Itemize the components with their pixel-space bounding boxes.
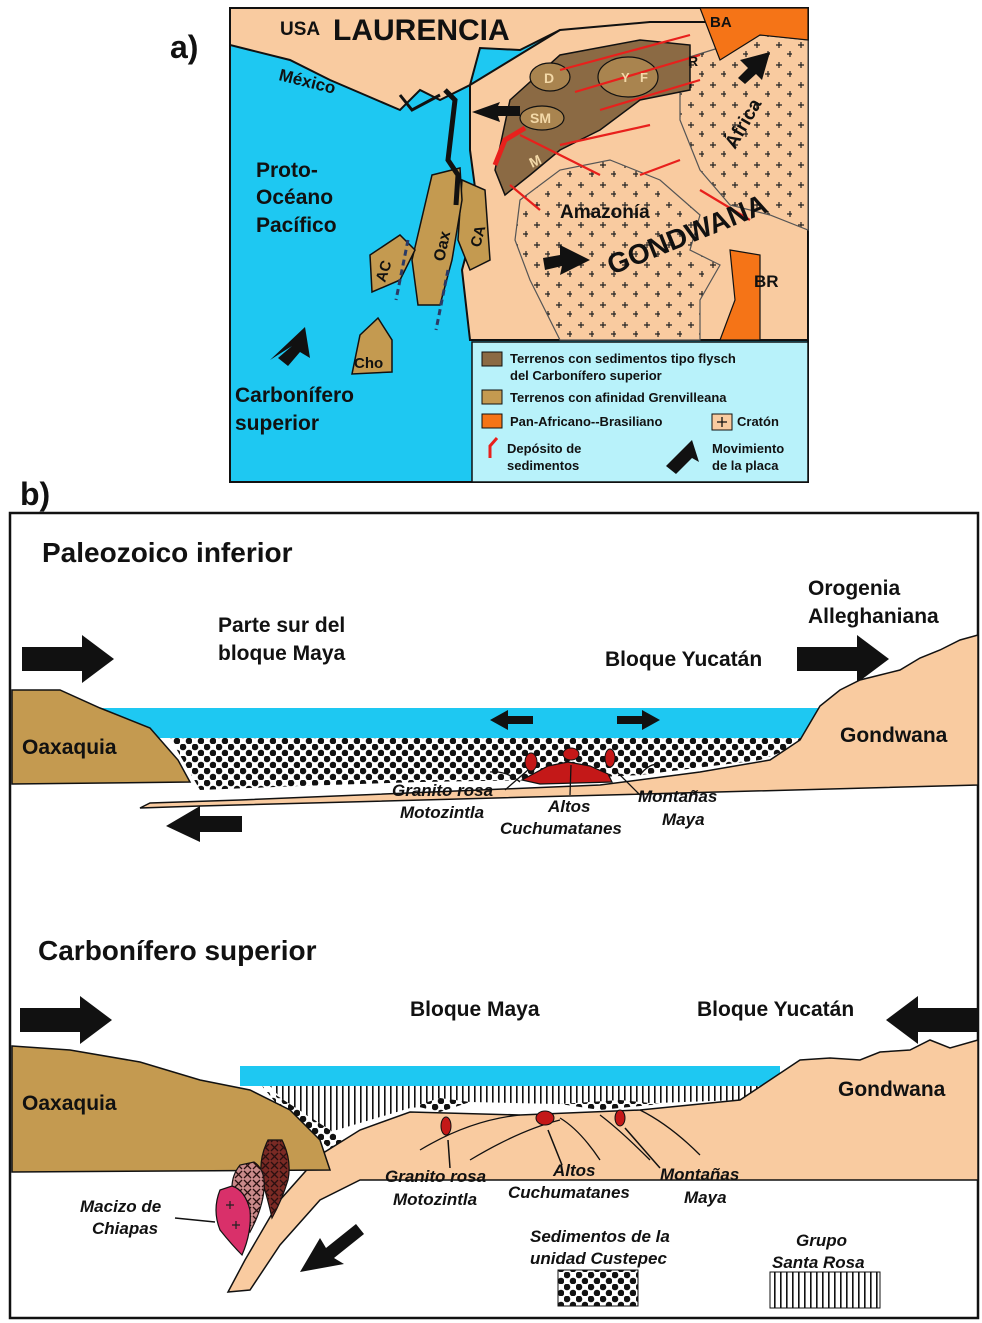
legend-custepec-swatch bbox=[558, 1270, 638, 1306]
terrane-label-f: F bbox=[640, 70, 648, 85]
map-panel: USA LAURENCIA México Proto- Océano Pacíf… bbox=[230, 8, 808, 482]
label-maya-bottom: Bloque Maya bbox=[410, 998, 540, 1021]
label-ocean-3: Pacífico bbox=[256, 214, 337, 237]
panel-a-label: a) bbox=[170, 29, 198, 65]
label-period-2: superior bbox=[235, 412, 319, 435]
map-legend: Terrenos con sedimentos tipo flysch del … bbox=[472, 342, 808, 482]
label-granito-bottom-2: Motozintla bbox=[393, 1190, 477, 1209]
legend-deposito-1: Depósito de bbox=[507, 441, 581, 456]
label-maya-sur-2: bloque Maya bbox=[218, 642, 346, 665]
label-maya-sur-1: Parte sur del bbox=[218, 614, 345, 637]
terrane-label-cho: Cho bbox=[354, 355, 383, 372]
label-montanas-bottom-2: Maya bbox=[684, 1188, 727, 1207]
granite-motozintla bbox=[441, 1117, 451, 1135]
label-montanas-bottom-1: Montañas bbox=[660, 1165, 739, 1184]
label-orogenia-2: Alleghaniana bbox=[808, 605, 939, 628]
label-ocean-1: Proto- bbox=[256, 159, 318, 182]
label-altos-top-1: Altos bbox=[547, 797, 591, 816]
label-amazonia: Amazonía bbox=[560, 202, 650, 223]
label-montanas-top-1: Montañas bbox=[638, 787, 717, 806]
ocean-layer bbox=[240, 1066, 780, 1086]
legend-custepec-2: unidad Custepec bbox=[530, 1249, 668, 1268]
label-altos-top-2: Cuchumatanes bbox=[500, 819, 622, 838]
legend-flysch-1: Terrenos con sedimentos tipo flysch bbox=[510, 351, 736, 366]
label-altos-bottom-2: Cuchumatanes bbox=[508, 1183, 630, 1202]
label-gondwana-bottom: Gondwana bbox=[838, 1078, 946, 1101]
ocean-layer bbox=[100, 708, 820, 738]
label-altos-bottom-1: Altos bbox=[552, 1161, 596, 1180]
legend-grenville: Terrenos con afinidad Grenvilleana bbox=[510, 390, 727, 405]
label-granito-bottom-1: Granito rosa bbox=[385, 1167, 486, 1186]
terrane-label-r: R bbox=[688, 53, 698, 69]
terrane-label-d: D bbox=[544, 70, 554, 86]
terrane-label-br: BR bbox=[754, 272, 779, 291]
label-yucatan-bottom: Bloque Yucatán bbox=[697, 998, 854, 1021]
terrane-label-ba: BA bbox=[710, 14, 732, 31]
legend-deposito-2: sedimentos bbox=[507, 458, 579, 473]
legend-santa-rosa-2: Santa Rosa bbox=[772, 1253, 865, 1272]
terrane-label-y: Y bbox=[621, 70, 630, 85]
label-period-1: Carbonífero bbox=[235, 384, 354, 407]
label-orogenia-1: Orogenia bbox=[808, 577, 901, 600]
label-laurencia: LAURENCIA bbox=[333, 14, 510, 47]
legend-panafricano: Pan-Africano--Brasiliano bbox=[510, 414, 662, 429]
label-usa: USA bbox=[280, 19, 320, 40]
title-paleozoico: Paleozoico inferior bbox=[42, 537, 293, 568]
legend-custepec-1: Sedimentos de la bbox=[530, 1227, 670, 1246]
granite-altos bbox=[536, 1111, 554, 1125]
legend-santa-rosa-1: Grupo bbox=[796, 1231, 847, 1250]
title-carbonifero: Carbonífero superior bbox=[38, 935, 317, 966]
label-oaxaquia-top: Oaxaquia bbox=[22, 736, 117, 759]
label-yucatan-top: Bloque Yucatán bbox=[605, 648, 762, 671]
legend-craton: Cratón bbox=[737, 414, 779, 429]
panel-b-label: b) bbox=[20, 476, 50, 512]
label-macizo-1: Macizo de bbox=[80, 1197, 161, 1216]
label-gondwana-top: Gondwana bbox=[840, 724, 948, 747]
label-montanas-top-2: Maya bbox=[662, 810, 705, 829]
legend-santa-rosa-swatch bbox=[770, 1272, 880, 1308]
legend-movimiento-2: de la placa bbox=[712, 458, 779, 473]
terrane-label-sm: SM bbox=[530, 110, 551, 126]
granite-montanas bbox=[615, 1110, 625, 1126]
label-ocean-2: Océano bbox=[256, 186, 333, 209]
label-macizo-2: Chiapas bbox=[92, 1219, 158, 1238]
legend-flysch-2: del Carbonífero superior bbox=[510, 368, 662, 383]
label-oaxaquia-bottom: Oaxaquia bbox=[22, 1092, 117, 1115]
legend-movimiento-1: Movimiento bbox=[712, 441, 784, 456]
label-granito-top-2: Motozintla bbox=[400, 803, 484, 822]
label-granito-top-1: Granito rosa bbox=[392, 781, 493, 800]
